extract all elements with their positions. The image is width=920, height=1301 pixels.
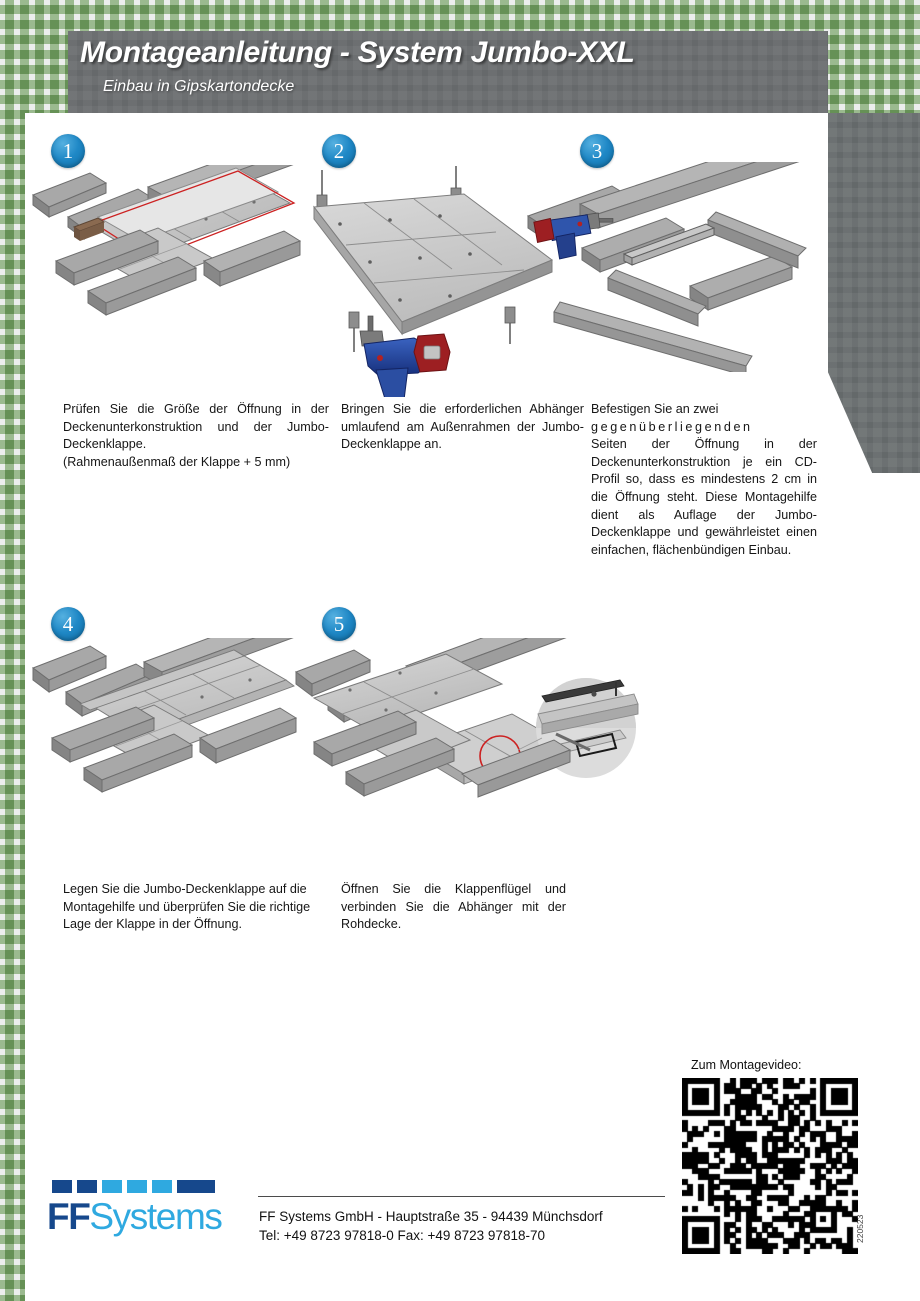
- step-2-caption: Bringen Sie die erforderlichen Abhänger …: [341, 401, 584, 454]
- step-1-caption: Prüfen Sie die Größe der Öffnung in der …: [63, 401, 329, 471]
- step-4-line-4: der Öffnung.: [172, 917, 243, 932]
- step-5-line-3: mit der Rohdecke.: [341, 899, 566, 932]
- logo-square-4: [127, 1180, 147, 1193]
- step-badge-1: 1: [51, 134, 85, 168]
- step-badge-4: 4: [51, 607, 85, 641]
- step-2-line-3: Außenrahmen der Jumbo-: [430, 419, 584, 434]
- logo-square-5: [152, 1180, 172, 1193]
- step-1-line-4: (Rahmenaußenmaß der Klappe +: [63, 454, 251, 469]
- video-qr-label: Zum Montagevideo:: [691, 1058, 802, 1072]
- step-3-line-9: gewährleistet einen einfachen,: [591, 525, 817, 557]
- illustration-step-2: [296, 162, 576, 397]
- header-dot-texture: [68, 31, 828, 113]
- step-4-line-2: auf die Montagehilfe und überprüfen: [63, 882, 307, 914]
- step-1-line-3: der Jumbo-Deckenklappe.: [63, 419, 329, 452]
- step-4-caption: Legen Sie die Jumbo-Deckenklappe auf die…: [63, 881, 333, 934]
- step-3-line-7: Montagehilfe dient als Auflage: [591, 489, 817, 522]
- step-2-line-2: Abhänger umlaufend am: [341, 402, 584, 434]
- page-subtitle: Einbau in Gipskartondecke: [103, 78, 295, 95]
- step-badge-5: 5: [322, 607, 356, 641]
- step-4-line-3: Sie die richtige Lage der Klappe in: [63, 899, 311, 932]
- qr-code-canvas: [682, 1078, 858, 1254]
- step-5-caption: Öffnen Sie die Klappenflügel und verbind…: [341, 881, 566, 934]
- company-logo-text: FFSystems: [47, 1196, 223, 1238]
- logo-square-3: [102, 1180, 122, 1193]
- illustration-step-5: [290, 638, 690, 848]
- step-1-line-1: Prüfen Sie die Größe der Öffnung: [63, 402, 282, 416]
- step-3-line-6: 2 cm in die Öffnung steht. Diese: [591, 472, 818, 504]
- logo-square-2: [77, 1180, 97, 1193]
- logo-square-row: [52, 1180, 220, 1198]
- step-3-line-8: der Jumbo-Deckenklappe und: [591, 507, 817, 540]
- logo-systems: Systems: [89, 1196, 222, 1237]
- page-title: Montageanleitung - System Jumbo-XXL: [80, 36, 635, 69]
- step-2-line-4: Deckenklappe an.: [341, 437, 442, 452]
- step-3-line-5: CD-Profil so, dass es mindestens: [591, 454, 817, 487]
- logo-square-1: [52, 1180, 72, 1193]
- step-1-line-5: 5 mm): [254, 454, 291, 469]
- illustration-step-1: [28, 165, 328, 385]
- step-1-line-2: in der Deckenunterkonstruktion und: [63, 402, 329, 434]
- step-3-caption: Befestigen Sie an zwei gegenüberliegende…: [591, 401, 817, 559]
- step-5-line-2: und verbinden Sie die Abhänger: [341, 882, 566, 914]
- step-3-line-3: Seiten der Öffnung in der: [591, 437, 817, 452]
- qr-code[interactable]: [682, 1078, 858, 1254]
- footer-phone: Tel: +49 8723 97818-0 Fax: +49 8723 9781…: [259, 1228, 545, 1243]
- document-code: 220523: [855, 1214, 865, 1243]
- illustration-step-3: [520, 162, 850, 372]
- step-3-line-10: flächenbündigen Einbau.: [652, 542, 792, 557]
- step-5-line-1: Öffnen Sie die Klappenflügel: [341, 882, 532, 896]
- header-bar: Montageanleitung - System Jumbo-XXL Einb…: [68, 31, 828, 113]
- logo-square-6: [177, 1180, 215, 1193]
- footer-address: FF Systems GmbH - Hauptstraße 35 - 94439…: [259, 1209, 603, 1224]
- step-3-line-1: Befestigen Sie an zwei: [591, 402, 719, 416]
- step-badge-2: 2: [322, 134, 356, 168]
- step-3-line-2: gegenüberliegenden: [591, 419, 753, 434]
- step-3-line-4: Deckenunterkonstruktion je ein: [591, 454, 783, 469]
- footer-divider: [258, 1196, 665, 1197]
- illustration-step-4: [28, 638, 338, 838]
- step-2-line-1: Bringen Sie die erforderlichen: [341, 402, 522, 416]
- logo-ff: FF: [47, 1196, 91, 1237]
- step-badge-3: 3: [580, 134, 614, 168]
- step-4-line-1: Legen Sie die Jumbo-Deckenklappe: [63, 882, 266, 896]
